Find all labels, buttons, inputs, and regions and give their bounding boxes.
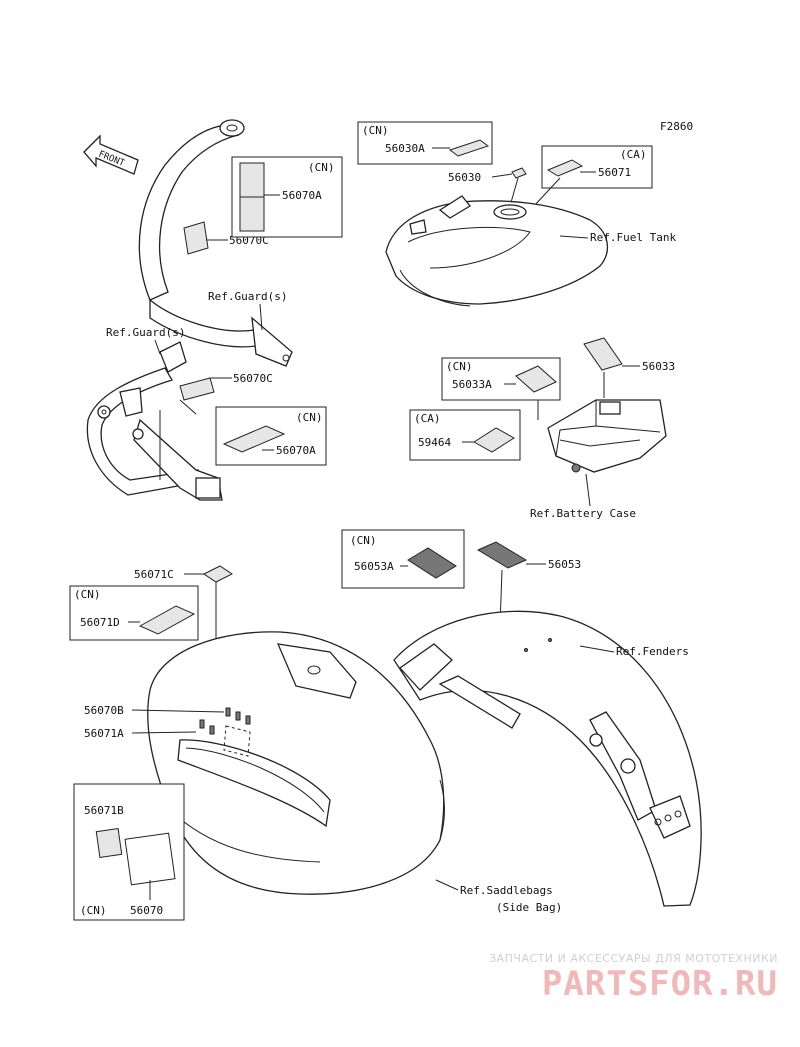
svg-text:56071A: 56071A xyxy=(84,727,124,740)
ref-fuel-tank: Ref.Fuel Tank xyxy=(590,231,676,244)
svg-text:(CN): (CN) xyxy=(446,360,473,373)
battery-case-part xyxy=(547,399,667,473)
svg-text:56070A: 56070A xyxy=(276,444,316,457)
cn-box-fuel: (CN) 56030A xyxy=(357,121,493,165)
figure-code: F2860 xyxy=(660,120,693,133)
saddlebag-part xyxy=(147,631,445,895)
ca-box-fuel: (CA) 56071 xyxy=(533,145,653,207)
cn-box-bottom: 56071B 56070 (CN) xyxy=(73,783,185,921)
svg-text:56053A: 56053A xyxy=(354,560,394,573)
svg-text:56070B: 56070B xyxy=(84,704,124,717)
cn-box-battery: (CN) 56033A xyxy=(441,357,561,420)
side-bag-label: (Side Bag) xyxy=(496,901,562,914)
ca-box-battery: (CA) 59464 xyxy=(409,409,521,461)
svg-text:(CN): (CN) xyxy=(350,534,377,547)
label-56071a: 56071A xyxy=(84,727,197,740)
watermark-logo: PARTSFOR.RU xyxy=(541,964,778,1004)
label-56033: 56033 xyxy=(583,337,675,398)
svg-text:(CN): (CN) xyxy=(80,904,107,917)
cn-box-bag: (CN) 56071D xyxy=(69,585,199,641)
svg-text:(CN): (CN) xyxy=(296,411,323,424)
watermark-subtitle: ЗАПЧАСТИ И АКСЕССУАРЫ ДЛЯ МОТОТЕХНИКИ xyxy=(489,952,778,965)
fuel-tank-part xyxy=(385,195,609,307)
svg-text:56070C: 56070C xyxy=(233,372,273,385)
svg-text:56033: 56033 xyxy=(642,360,675,373)
ref-guard-right: Ref.Guard(s) xyxy=(208,290,287,303)
svg-text:56071C: 56071C xyxy=(134,568,174,581)
label-56070c-mid: 56070C xyxy=(159,372,273,480)
svg-text:59464: 59464 xyxy=(418,436,451,449)
svg-text:(CN): (CN) xyxy=(362,124,389,137)
svg-text:56070A: 56070A xyxy=(282,189,322,202)
ref-battery-case: Ref.Battery Case xyxy=(530,507,636,520)
fender-part xyxy=(393,610,702,907)
label-56071c: 56071C xyxy=(134,565,233,648)
guard-lower-part xyxy=(86,341,223,501)
svg-text:(CN): (CN) xyxy=(74,588,101,601)
svg-text:56071D: 56071D xyxy=(80,616,120,629)
ref-guard-left: Ref.Guard(s) xyxy=(106,326,185,339)
svg-text:56030: 56030 xyxy=(448,171,481,184)
svg-text:56053: 56053 xyxy=(548,558,581,571)
svg-text:(CA): (CA) xyxy=(620,148,647,161)
cn-box-mid: (CN) 56070A xyxy=(215,406,327,466)
svg-text:56030A: 56030A xyxy=(385,142,425,155)
ref-saddlebags: Ref.Saddlebags xyxy=(460,884,553,897)
svg-text:56070: 56070 xyxy=(130,904,163,917)
svg-text:(CN): (CN) xyxy=(308,161,335,174)
label-56070b: 56070B xyxy=(84,704,225,717)
watermark: ЗАПЧАСТИ И АКСЕССУАРЫ ДЛЯ МОТОТЕХНИКИ PA… xyxy=(478,952,778,1003)
svg-text:56071: 56071 xyxy=(598,166,631,179)
front-arrow-icon: FRONT xyxy=(83,134,139,175)
ref-fenders: Ref.Fenders xyxy=(616,645,689,658)
cn-box-fender: (CN) 56053A xyxy=(341,529,465,589)
cn-box-top: (CN) 56070A xyxy=(231,156,343,238)
svg-text:(CA): (CA) xyxy=(414,412,441,425)
svg-text:56033A: 56033A xyxy=(452,378,492,391)
svg-text:56071B: 56071B xyxy=(84,804,124,817)
